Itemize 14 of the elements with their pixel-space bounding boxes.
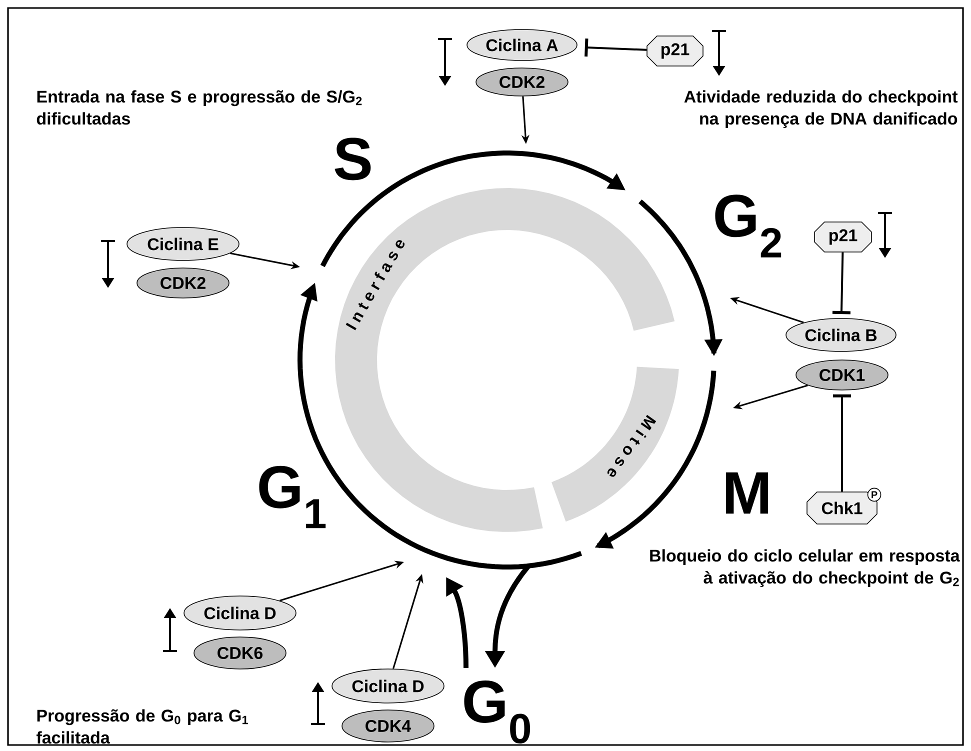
phase-label: G$_{1}$ xyxy=(259,466,326,528)
band: M i t o s e xyxy=(552,366,679,522)
inhibition-line xyxy=(833,394,851,492)
annotation-text: Bloqueio do ciclo celular em resposta à ativação do checkpoint de G$_{2}$ xyxy=(650,549,960,588)
protein-octagon: p21 xyxy=(814,222,872,252)
inhibition-line xyxy=(832,252,850,314)
annotation-text: Entrada na fase S e progressão de S/G$_{2}$ dificultadas xyxy=(36,90,362,125)
annotation-text: Progressão de G$_{0}$ para G$_{1}$ facilitada xyxy=(36,709,248,744)
protein-octagon: p21 xyxy=(646,36,704,66)
phase-label: S xyxy=(334,138,371,180)
phase-label: G$_{2}$ xyxy=(715,194,782,258)
phase-label: M xyxy=(726,472,768,514)
annotation-text: Atividade reduzida do checkpoint na presença de DNA danificado xyxy=(684,90,958,128)
phase-label: G$_{0}$ xyxy=(464,680,530,744)
